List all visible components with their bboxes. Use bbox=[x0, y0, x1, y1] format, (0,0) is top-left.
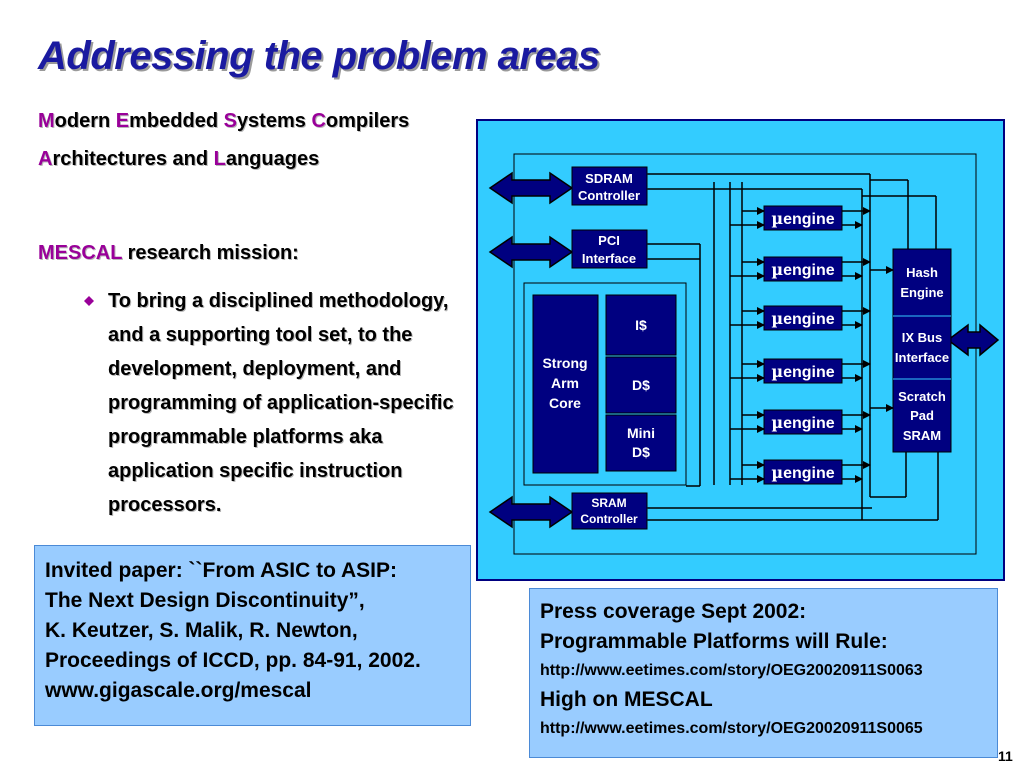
scratch-pad-sram-label: Pad bbox=[910, 408, 934, 423]
double-arrow-icon bbox=[946, 323, 1000, 357]
page-number: 11 bbox=[998, 748, 1013, 764]
paper-line: Invited paper: ``From ASIC to ASIP: bbox=[45, 559, 397, 582]
svg-text:µengine: µengine bbox=[771, 260, 834, 279]
svg-text:µengine: µengine bbox=[771, 209, 834, 228]
press-line: Press coverage Sept 2002: bbox=[540, 600, 807, 623]
paper-link[interactable]: www.gigascale.org/mescal bbox=[45, 679, 312, 702]
svg-text:µengine: µengine bbox=[771, 413, 834, 432]
mini-dcache-label: D$ bbox=[632, 444, 650, 460]
invited-paper-box: Invited paper: ``From ASIC to ASIP: The … bbox=[34, 545, 471, 726]
scratch-pad-sram-label: SRAM bbox=[903, 428, 941, 443]
svg-text:µengine: µengine bbox=[771, 463, 834, 482]
microengine-5: µengine bbox=[763, 409, 843, 435]
pci-interface-label: PCI bbox=[598, 233, 620, 248]
strong-arm-core-label: Core bbox=[549, 395, 581, 411]
paper-line: The Next Design Discontinuity”, bbox=[45, 589, 365, 612]
sdram-controller-block bbox=[571, 166, 648, 206]
microengine-1: µengine bbox=[763, 205, 843, 231]
icache-label: I$ bbox=[635, 317, 647, 333]
sram-controller-label: SRAM bbox=[591, 496, 626, 510]
press-link[interactable]: http://www.eetimes.com/story/OEG20020911… bbox=[540, 720, 923, 737]
bus-lines bbox=[641, 170, 939, 524]
dcache-block bbox=[605, 356, 677, 414]
hash-engine-label: Hash bbox=[906, 265, 938, 280]
sdram-controller-label: SDRAM bbox=[585, 171, 633, 186]
heading-architectures-and-languages: Architectures and Languages bbox=[38, 148, 320, 170]
microengine-2: µengine bbox=[763, 256, 843, 282]
core-group-outline bbox=[523, 282, 687, 486]
sram-controller-block bbox=[571, 492, 648, 530]
ixp-architecture-diagram: SDRAM Controller PCI Interface SRAM Cont… bbox=[476, 119, 1005, 581]
hash-ix-scratch-column bbox=[892, 248, 952, 453]
microengine-4: µengine bbox=[763, 358, 843, 384]
engine-connectors bbox=[730, 207, 871, 483]
svg-text:µengine: µengine bbox=[771, 362, 834, 381]
press-line: High on MESCAL bbox=[540, 688, 713, 711]
scratch-pad-sram-label: Scratch bbox=[898, 389, 946, 404]
ix-bus-interface-label: Interface bbox=[895, 350, 949, 365]
dcache-label: D$ bbox=[632, 377, 650, 393]
press-link[interactable]: http://www.eetimes.com/story/OEG20020911… bbox=[540, 662, 923, 679]
pci-interface-block bbox=[571, 229, 648, 269]
chip-outline bbox=[513, 153, 977, 555]
mini-dcache-label: Mini bbox=[627, 425, 655, 441]
paper-line: K. Keutzer, S. Malik, R. Newton, bbox=[45, 619, 358, 642]
strong-arm-core-block bbox=[532, 294, 599, 474]
icache-block bbox=[605, 294, 677, 356]
microengine-6: µengine bbox=[763, 459, 843, 485]
pci-interface-label: Interface bbox=[582, 251, 636, 266]
slide-title: Addressing the problem areas bbox=[38, 34, 600, 78]
svg-text:µengine: µengine bbox=[771, 309, 834, 328]
mission-bullet-text: To bring a disciplined methodology, and … bbox=[108, 290, 454, 516]
strong-arm-core-label: Strong bbox=[542, 355, 587, 371]
hash-engine-label: Engine bbox=[900, 285, 943, 300]
ix-bus-interface-label: IX Bus bbox=[902, 330, 942, 345]
press-coverage-box: Press coverage Sept 2002: Programmable P… bbox=[529, 588, 998, 758]
sdram-controller-label: Controller bbox=[578, 188, 640, 203]
microengine-3: µengine bbox=[763, 305, 843, 331]
paper-line: Proceedings of ICCD, pp. 84-91, 2002. bbox=[45, 649, 421, 672]
mini-dcache-block bbox=[605, 414, 677, 472]
sram-controller-label: Controller bbox=[580, 512, 638, 526]
diamond-bullet-icon bbox=[84, 296, 94, 306]
heading-modern-embedded-systems-compilers: Modern Embedded Systems Compilers bbox=[38, 110, 410, 132]
press-line: Programmable Platforms will Rule: bbox=[540, 630, 888, 653]
mission-heading: MESCAL research mission: bbox=[38, 242, 299, 264]
strong-arm-core-label: Arm bbox=[551, 375, 579, 391]
